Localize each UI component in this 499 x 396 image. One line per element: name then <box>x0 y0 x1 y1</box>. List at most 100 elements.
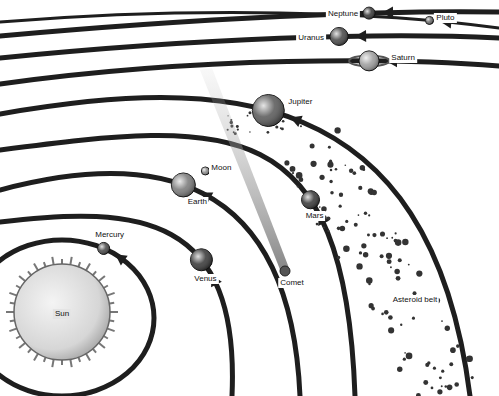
body-label: Saturn <box>389 53 417 63</box>
asteroid-dot <box>380 254 384 258</box>
asteroid-dot <box>330 191 334 195</box>
asteroid-dot <box>404 352 406 354</box>
asteroid-dot <box>339 205 342 208</box>
planet <box>425 16 433 24</box>
planet-disc <box>252 94 284 126</box>
asteroid-dot <box>349 169 353 173</box>
asteroid-dot <box>447 385 453 391</box>
asteroid-dot <box>360 165 365 170</box>
asteroid-dot <box>441 320 443 322</box>
planet-shade <box>98 242 110 254</box>
body-label: Asteroid belt <box>391 295 439 305</box>
body-label: Sun <box>53 309 71 319</box>
asteroid-dot <box>282 120 285 123</box>
asteroid-dot <box>344 164 346 166</box>
planet <box>201 167 209 175</box>
asteroid-dot <box>329 180 332 183</box>
asteroid-dot <box>366 277 373 284</box>
asteroid-dot <box>335 168 338 171</box>
planet-disc <box>190 249 212 271</box>
planet-disc <box>171 173 195 197</box>
asteroid-dot <box>356 263 362 269</box>
asteroid-dot <box>397 366 402 371</box>
asteroid-dot <box>319 175 324 180</box>
body-label: Moon <box>209 163 233 173</box>
asteroid-dot <box>466 356 472 362</box>
asteroid-dot <box>297 186 299 188</box>
asteroid-dot <box>249 131 251 133</box>
asteroid-dot <box>361 243 366 248</box>
body-label: Jupiter <box>286 97 314 107</box>
body-label: Mercury <box>93 230 126 240</box>
asteroid-dot <box>316 223 319 226</box>
asteroid-dot <box>323 226 325 228</box>
body-label: Earth <box>186 197 209 207</box>
asteroid-dot <box>354 223 358 227</box>
asteroid-dot <box>396 276 401 281</box>
asteroid-dot <box>247 115 249 117</box>
asteroid-dot <box>386 253 392 259</box>
asteroid-dot <box>398 258 402 262</box>
asteroid-dot <box>372 190 377 195</box>
asteroid-dot <box>454 382 459 387</box>
comet-figure <box>200 68 290 276</box>
asteroid-dot <box>330 169 333 172</box>
asteroid-dot <box>391 237 393 239</box>
asteroid-dot <box>236 125 239 128</box>
comet-head <box>280 266 290 276</box>
body-label: Comet <box>278 278 306 288</box>
asteroid-dot <box>395 232 397 234</box>
asteroid-dot <box>394 269 399 274</box>
asteroid-dot <box>284 160 289 165</box>
asteroid-dots <box>227 111 474 396</box>
planet-disc <box>98 242 110 254</box>
asteroid-dot <box>248 111 251 114</box>
body-label: Uranus <box>296 33 326 43</box>
body-label: Venus <box>192 274 218 284</box>
planets <box>98 7 434 271</box>
asteroid-dot <box>381 313 384 316</box>
asteroid-dot <box>364 211 367 214</box>
asteroid-dot <box>450 347 456 353</box>
asteroid-dot <box>445 385 448 388</box>
asteroid-dot <box>441 385 443 387</box>
asteroid-dot <box>403 358 406 361</box>
planet-shade <box>302 191 320 209</box>
asteroid-dot <box>423 380 428 385</box>
asteroid-dot <box>292 172 294 174</box>
orbit-arrow <box>382 7 393 19</box>
asteroid-dot <box>433 367 436 370</box>
body-label: Mars <box>304 211 326 221</box>
asteroid-dot <box>437 389 442 394</box>
asteroid-dot <box>445 326 450 331</box>
orbit-arrow <box>115 254 127 265</box>
planet <box>98 242 110 254</box>
asteroid-dot <box>368 214 370 216</box>
asteroid-dot <box>275 125 278 128</box>
orbit-line <box>0 240 154 396</box>
orbit-arrow <box>355 30 366 42</box>
asteroid-dot <box>363 252 368 257</box>
planet-shade <box>330 27 348 45</box>
asteroid-dot <box>367 234 370 237</box>
asteroid-dot <box>319 206 321 208</box>
planet-disc <box>425 16 433 24</box>
asteroid-dot <box>328 146 331 149</box>
orbit-line <box>0 12 499 36</box>
body-label: Pluto <box>434 13 456 23</box>
orbit-lines <box>0 12 499 396</box>
asteroid-dot <box>358 186 362 190</box>
orbit-line <box>0 36 499 58</box>
asteroid-dot <box>358 214 360 216</box>
asteroid-dot <box>456 344 460 348</box>
sun-rays <box>6 257 118 367</box>
asteroid-dot <box>390 266 392 268</box>
asteroid-dot <box>380 231 385 236</box>
sun-figure <box>6 257 118 367</box>
asteroid-dot <box>416 270 422 276</box>
asteroid-dot <box>402 239 408 245</box>
planet <box>349 51 389 71</box>
planet <box>171 173 195 197</box>
asteroid-dot <box>371 307 375 311</box>
